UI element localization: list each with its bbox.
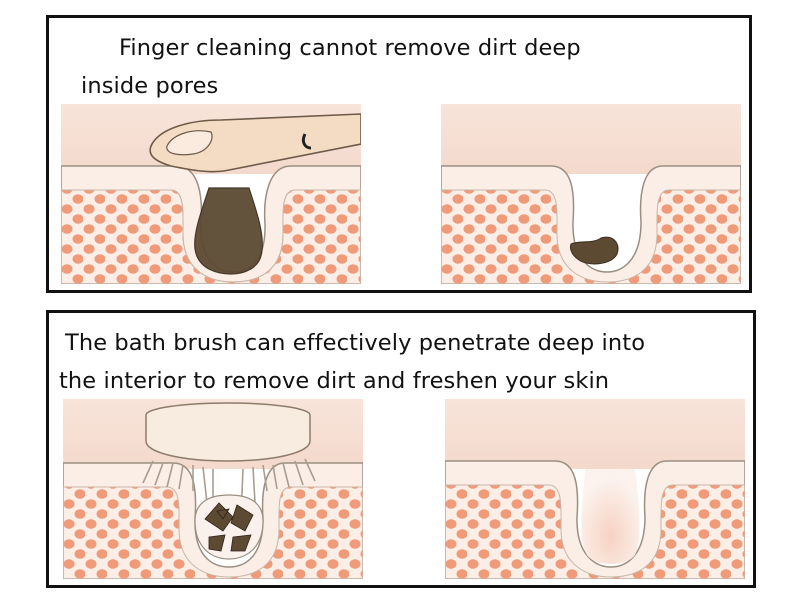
top-caption-line2: inside pores bbox=[81, 73, 219, 99]
bottom-caption-line1: The bath brush can effectively penetrate… bbox=[65, 330, 646, 356]
pore-after-finger-illustration bbox=[441, 104, 741, 284]
finger-cleaning-panel: Finger cleaning cannot remove dirt deep … bbox=[46, 15, 752, 293]
finger-pore-illustration bbox=[61, 104, 361, 284]
bath-brush-icon bbox=[142, 402, 316, 518]
bottom-caption-line2: the interior to remove dirt and freshen … bbox=[59, 368, 610, 394]
bath-brush-panel: The bath brush can effectively penetrate… bbox=[46, 310, 756, 588]
top-caption-line1: Finger cleaning cannot remove dirt deep bbox=[119, 35, 581, 61]
clean-pore-illustration bbox=[445, 399, 745, 579]
finger-icon bbox=[149, 113, 361, 173]
brush-pore-illustration bbox=[63, 399, 363, 579]
